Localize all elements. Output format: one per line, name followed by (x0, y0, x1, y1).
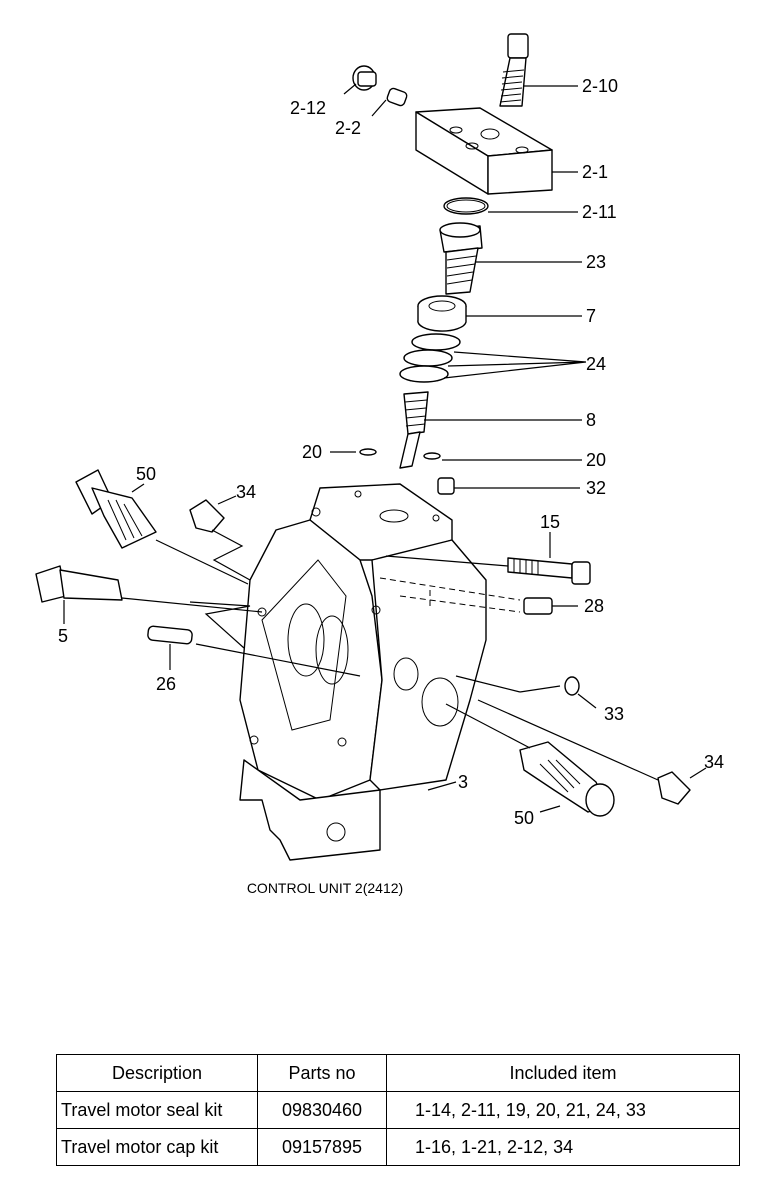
cell-parts-no: 09157895 (257, 1128, 387, 1166)
cell-description: Travel motor cap kit (56, 1128, 258, 1166)
header-included-item: Included item (386, 1054, 740, 1092)
part-8-spool[interactable] (399, 391, 429, 469)
kit-table: Description Parts no Included item Trave… (56, 1054, 740, 1166)
leader-lines (63, 83, 707, 813)
callout-labels: 2-10 2-12 2-2 2-1 2-11 23 7 24 8 20 20 3… (58, 76, 724, 828)
callout-3: 3 (458, 772, 468, 792)
callout-33: 33 (604, 704, 624, 724)
part-50-cartridge-right[interactable] (519, 741, 615, 817)
callout-28: 28 (584, 596, 604, 616)
part-50-cartridge-left[interactable] (75, 469, 157, 549)
part-2-10-cap-screw[interactable] (499, 33, 529, 107)
header-parts-no: Parts no (257, 1054, 387, 1092)
part-2-1-cover[interactable] (415, 107, 553, 195)
part-2-11-o-ring[interactable] (443, 197, 489, 215)
callout-50-right: 50 (514, 808, 534, 828)
cell-included-item: 1-16, 1-21, 2-12, 34 (386, 1128, 740, 1166)
callout-7: 7 (586, 306, 596, 326)
part-2-2-plug[interactable] (386, 87, 408, 107)
callout-20-left: 20 (302, 442, 322, 462)
callout-8: 8 (586, 410, 596, 430)
callout-32: 32 (586, 478, 606, 498)
part-23-plug[interactable] (439, 222, 483, 295)
exploded-parts-diagram: 2-10 2-12 2-2 2-1 2-11 23 7 24 8 20 20 3… (35, 33, 724, 861)
callout-2-1: 2-1 (582, 162, 608, 182)
callout-2-2: 2-2 (335, 118, 361, 138)
callout-50-left: 50 (136, 464, 156, 484)
part-5-plug[interactable] (35, 565, 123, 603)
callout-5: 5 (58, 626, 68, 646)
table-row: Travel motor seal kit 09830460 1-14, 2-1… (56, 1091, 740, 1129)
callout-2-12: 2-12 (290, 98, 326, 118)
part-28-pin[interactable] (523, 597, 553, 615)
table-row: Travel motor cap kit 09157895 1-16, 1-21… (56, 1128, 740, 1166)
part-24-o-rings[interactable] (399, 333, 461, 383)
cell-included-item: 1-14, 2-11, 19, 20, 21, 24, 33 (386, 1091, 740, 1129)
part-3-control-body[interactable] (239, 483, 521, 861)
callout-20-right: 20 (586, 450, 606, 470)
callout-24: 24 (586, 354, 606, 374)
part-26-pin[interactable] (147, 625, 193, 645)
cell-parts-no: 09830460 (257, 1091, 387, 1129)
callout-34-left: 34 (236, 482, 256, 502)
part-2-12-plug[interactable] (352, 65, 377, 91)
callout-26: 26 (156, 674, 176, 694)
table-header-row: Description Parts no Included item (56, 1054, 740, 1092)
callout-15: 15 (540, 512, 560, 532)
diagram-caption: CONTROL UNIT 2(2412) (246, 880, 404, 896)
part-15-bolt[interactable] (507, 557, 591, 585)
part-34-plug-left[interactable] (189, 499, 225, 533)
callout-23: 23 (586, 252, 606, 272)
header-description: Description (56, 1054, 258, 1092)
callout-2-11: 2-11 (582, 202, 617, 222)
part-34-plug-right[interactable] (657, 771, 691, 805)
cell-description: Travel motor seal kit (56, 1091, 258, 1129)
part-20-o-rings[interactable] (359, 448, 441, 460)
part-33-o-ring[interactable] (564, 676, 580, 696)
part-7-seat[interactable] (417, 295, 467, 332)
callout-34-right: 34 (704, 752, 724, 772)
callout-2-10: 2-10 (582, 76, 618, 96)
part-32-set-screw[interactable] (437, 477, 455, 495)
